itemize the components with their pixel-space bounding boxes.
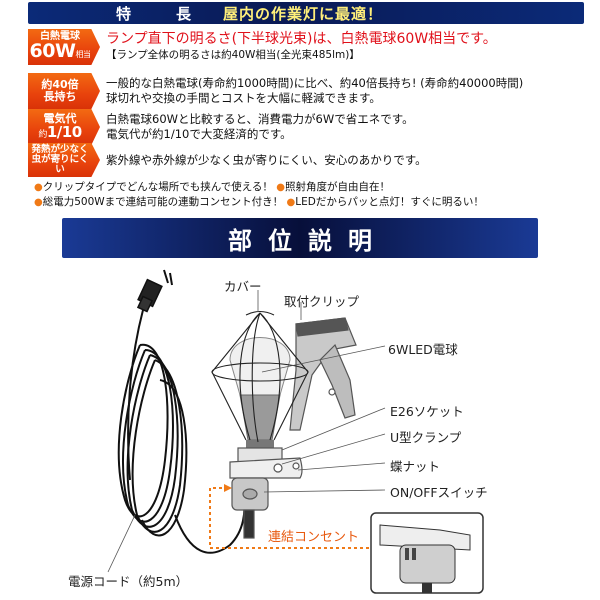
bullet-text: 総電力500Wまで連結可能の連動コンセント付き！ [42,196,284,208]
badge-value: 1/10 [46,122,82,141]
label-clip: 取付クリップ [284,294,360,309]
feature-line: 電気代が約1/10で大変経済的です。 [106,127,292,141]
lamp-illustration [107,269,484,594]
badge-prefix: 約 [38,129,47,140]
feature-text: 紫外線や赤外線が少なく虫が寄りにくい、安心のあかりです。 [106,153,427,168]
outlet-inset [370,512,484,594]
feature-subtext: 【ランプ全体の明るさは約40W相当(全光束485lm)】 [106,49,360,61]
bullet-text: クリップタイプでどんな場所でも挟んで使える！ [42,181,273,193]
cord-coil [117,309,246,554]
badge-big: 60W相当 [29,40,99,63]
feature-line: 球切れや交換の手間とコストを大幅に軽減できます。 [106,91,381,105]
badge-value: 60W [29,40,76,63]
label-bulb: 6WLED電球 [388,342,458,357]
bullet-list: ●クリップタイプでどんな場所でも挟んで使える！ ●照射角度が自由自在！ ●総電力… [34,180,484,210]
bullet-dot-icon: ● [276,182,285,193]
feature-electricity: 電気代 約1/10 白熱電球60Wと比較すると、消費電力が6Wで省エネです。 電… [28,109,414,145]
parts-banner-title: 部位説明 [228,226,388,255]
bulb-icon [229,337,291,448]
badge-line: 発熱が少なく [31,144,89,156]
socket-icon [229,447,303,539]
label-wing-nut: 蝶ナット [390,459,441,474]
bullet-row: ●クリップタイプでどんな場所でも挟んで使える！ ●照射角度が自由自在！ [34,180,484,195]
feature-insects: 発熱が少なく 虫が寄りにくい 紫外線や赤外線が少なく虫が寄りにくい、安心のあかり… [28,143,427,177]
label-cord: 電源コード（約5m） [68,574,189,589]
feature-text: 白熱電球60Wと比較すると、消費電力が6Wで省エネです。 電気代が約1/10で大… [106,112,414,142]
label-socket: E26ソケット [390,404,464,419]
badge-line: 電気代 [43,112,77,126]
badge-line: 虫が寄りにくい [31,154,89,175]
banner-title-char-2: 長 [176,4,192,23]
label-switch: ON/OFFスイッチ [390,485,488,500]
features-banner: 特 長 屋内の作業灯に最適！ [28,2,584,24]
feature-brightness: 白熱電球 60W相当 ランプ直下の明るさ(下半球光束)は、白熱電球60W相当です… [28,29,497,65]
badge-1-10: 電気代 約1/10 [28,109,100,145]
plug-icon [136,269,173,313]
bullet-dot-icon: ● [34,182,43,193]
label-outlet: 連結コンセント [268,530,360,545]
outlet-arrow-icon [209,487,400,549]
label-cover: カバー [224,279,262,294]
badge-low-heat: 発熱が少なく 虫が寄りにくい [28,143,100,177]
leader-lines [107,290,386,573]
clip-icon [289,317,357,431]
badge-60w: 白熱電球 60W相当 [28,29,100,65]
feature-headline: ランプ直下の明るさ(下半球光束)は、白熱電球60W相当です。 [106,31,497,47]
feature-line: 紫外線や赤外線が少なく虫が寄りにくい、安心のあかりです。 [106,152,427,167]
badge-line: 約40倍 [41,78,79,92]
bullet-row: ●総電力500Wまで連結可能の連動コンセント付き！ ●LEDだからパッと点灯！す… [34,195,484,210]
feature-line: 白熱電球60Wと比較すると、消費電力が6Wで省エネです。 [106,112,414,126]
badge-40x: 約40倍 長持ち [28,73,100,109]
badge-big: 約1/10 [38,122,89,141]
bullet-text: 照射角度が自由自在！ [284,181,390,193]
feature-longevity: 約40倍 長持ち 一般的な白熱電球(寿命約1000時間)に比べ、約40倍長持ち!… [28,73,523,109]
label-clamp: U型クランプ [390,430,462,445]
bullet-dot-icon: ● [286,197,296,208]
bullet-text: LEDだからパッと点灯！すぐに明るい！ [295,196,484,208]
feature-text: ランプ直下の明るさ(下半球光束)は、白熱電球60W相当です。 【ランプ全体の明る… [106,31,497,63]
parts-banner: 部位説明 [62,218,538,258]
badge-suffix: 相当 [75,50,91,60]
feature-line: 一般的な白熱電球(寿命約1000時間)に比べ、約40倍長持ち! (寿命約4000… [106,76,524,90]
badge-line: 白熱電球 [40,30,80,42]
feature-text: 一般的な白熱電球(寿命約1000時間)に比べ、約40倍長持ち! (寿命約4000… [106,76,523,106]
bullet-dot-icon: ● [34,197,43,208]
banner-title-char-1: 特 [116,4,132,23]
banner-tagline: 屋内の作業灯に最適！ [223,4,384,23]
parts-diagram: カバー 取付クリップ 6WLED電球 E26ソケット U型クランプ 蝶ナット O… [0,260,600,600]
cover-cage-icon [211,310,309,443]
badge-line: 長持ち [43,90,77,103]
arrow-head-icon [224,484,232,492]
